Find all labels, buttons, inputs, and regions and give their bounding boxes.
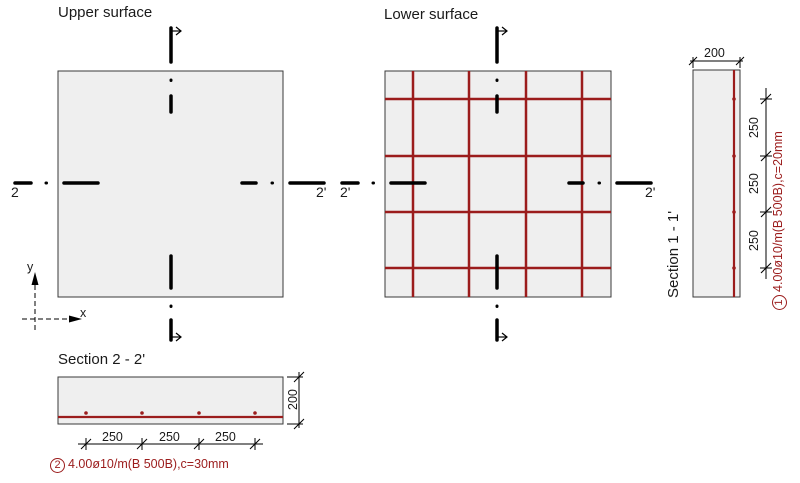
y-axis-arrow (31, 272, 39, 285)
rebar-2-text: 4.00ø10/m(B 500B),c=30mm (68, 457, 229, 471)
coordinate-axes (22, 285, 75, 330)
section-2-2-title: Section 2 - 2' (58, 351, 146, 368)
section-2-2-spacing-label-1: 250 (102, 430, 123, 444)
section-1-1-spacing-label-2: 250 (747, 173, 761, 194)
lower-surface-title: Lower surface (384, 6, 479, 23)
section-mark-upper-right: 2' (316, 184, 327, 200)
section-1-1-spacing-label-1: 250 (747, 117, 761, 138)
section-mark-upper-left: 2 (11, 184, 19, 200)
rebar-1-number-badge: 1 (772, 295, 787, 310)
x-axis-arrow (69, 315, 82, 323)
rebar-1-label: 1 4.00ø10/m(B 500B),c=20mm (771, 131, 787, 310)
section-1-1-spacing-label-3: 250 (747, 230, 761, 251)
section-1-1-width-dimension (688, 56, 745, 68)
section-mark-lower-right: 2' (645, 184, 656, 200)
upper-section-arrow-top (171, 26, 182, 36)
rebar-2-number-badge: 2 (50, 458, 65, 473)
section-1-1-rebar-dots (732, 97, 736, 270)
upper-surface-title: Upper surface (58, 4, 153, 21)
section-2-2-spacing-label-2: 250 (159, 430, 180, 444)
x-axis-label: x (80, 306, 87, 320)
section-2-2-rebar-dots (84, 411, 257, 415)
section-2-2-thickness-label: 200 (286, 389, 300, 410)
section-1-1-width-label: 200 (704, 46, 725, 60)
upper-section-arrow-bottom (171, 332, 182, 342)
section-2-2-spacing-label-3: 250 (215, 430, 236, 444)
lower-section-arrow-top (497, 26, 508, 36)
rebar-1-text: 4.00ø10/m(B 500B),c=20mm (771, 131, 785, 292)
section-1-1-slab (692, 69, 741, 298)
section-mark-lower-left: 2' (340, 184, 351, 200)
section-1-1-title: Section 1 - 1' (665, 210, 682, 298)
section-1-1-spacing-dimension (760, 88, 772, 279)
section-2-2-thickness-dimension (287, 371, 305, 430)
lower-section-arrow-bottom (497, 332, 508, 342)
section-2-2-spacing-dimension (78, 438, 263, 450)
y-axis-label: y (27, 260, 34, 274)
